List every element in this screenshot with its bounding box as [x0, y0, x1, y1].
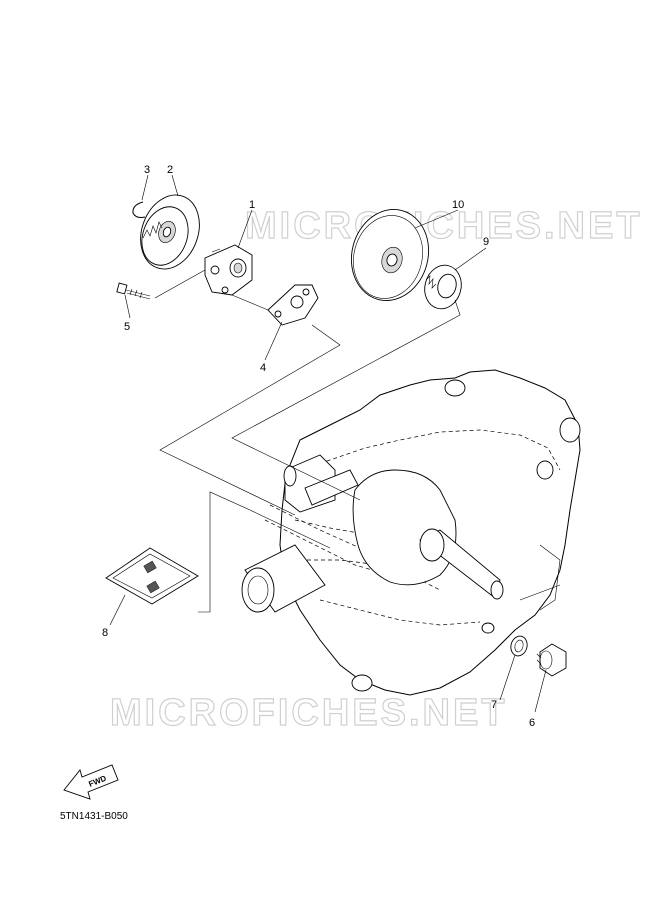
callout-1: 1: [249, 199, 255, 211]
callout-8: 8: [102, 627, 108, 639]
part-8-strainer: [105, 547, 199, 605]
part-6-drain-bolt: [536, 643, 567, 677]
crankcase-illustration: [241, 369, 581, 696]
part-10-drive-gear: [350, 209, 430, 301]
part-2-gear: [140, 194, 200, 270]
diagram-part-code: 5TN1431-B050: [60, 811, 128, 822]
callout-9: 9: [483, 236, 489, 248]
part-3-circlip: [132, 201, 146, 218]
callout-7: 7: [491, 699, 497, 711]
watermark-top: MICROFICHES.NET: [245, 205, 643, 247]
callout-2: 2: [167, 164, 173, 176]
fwd-arrow-icon: FWD: [63, 764, 119, 800]
part-1-oil-pump: [204, 244, 253, 296]
assembly-lines: [154, 269, 461, 613]
callout-3: 3: [144, 164, 150, 176]
callout-4: 4: [260, 362, 266, 374]
part-9-small-gear: [424, 264, 462, 310]
callout-leaders: [109, 174, 547, 713]
part-4-gasket: [267, 284, 319, 326]
watermark-bottom: MICROFICHES.NET: [110, 692, 508, 734]
callout-5: 5: [124, 321, 130, 333]
part-5-screw: [116, 282, 151, 300]
callout-6: 6: [529, 717, 535, 729]
part-7-washer: [510, 635, 528, 657]
callout-10: 10: [452, 199, 464, 211]
